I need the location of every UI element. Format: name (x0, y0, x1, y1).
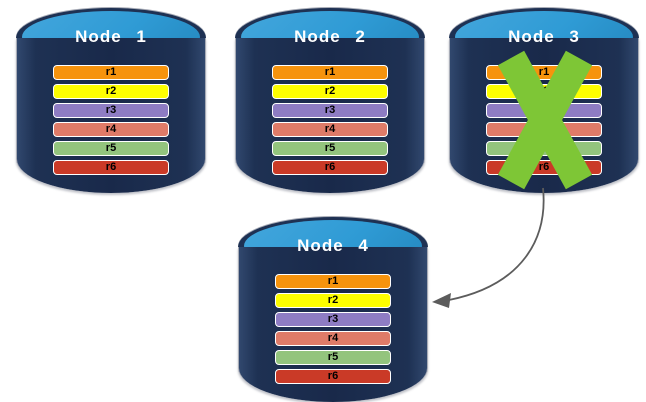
replica-row-r3: r3 (272, 103, 388, 118)
failure-x-stroke (497, 50, 593, 190)
replica-row-r2: r2 (272, 84, 388, 99)
node-2-database-cylinder: Node 2 r1 r2 r3 r4 r5 r6 (235, 8, 425, 193)
replica-row-r6: r6 (275, 369, 391, 384)
replica-row-r4: r4 (272, 122, 388, 137)
node-title: Node 3 (508, 27, 580, 46)
node-4-database-cylinder: Node 4 r1 r2 r3 r4 r5 r6 (238, 217, 428, 402)
arrow-head (432, 293, 451, 308)
replica-row-r6: r6 (272, 160, 388, 175)
replica-row-r5: r5 (275, 350, 391, 365)
replica-rows: r1 r2 r3 r4 r5 r6 (53, 65, 169, 179)
replica-rows: r1 r2 r3 r4 r5 r6 (272, 65, 388, 179)
replica-row-r3: r3 (53, 103, 169, 118)
node-title: Node 2 (294, 27, 366, 46)
replication-arrow-icon (432, 187, 545, 308)
replica-row-r4: r4 (53, 122, 169, 137)
replica-row-r5: r5 (53, 141, 169, 156)
replica-row-r1: r1 (275, 274, 391, 289)
replica-row-r3: r3 (275, 312, 391, 327)
node-3-database-cylinder: Node 3 r1 r2 r3 r4 r5 r6 (449, 8, 639, 193)
node-title: Node 1 (75, 27, 147, 46)
failure-x-icon (497, 50, 593, 190)
replica-row-r1: r1 (272, 65, 388, 80)
replica-row-r1: r1 (53, 65, 169, 80)
replica-rows: r1 r2 r3 r4 r5 r6 (275, 274, 391, 388)
replica-row-r5: r5 (272, 141, 388, 156)
node-1-database-cylinder: Node 1 r1 r2 r3 r4 r5 r6 (16, 8, 206, 193)
node-title: Node 4 (297, 236, 369, 255)
replica-row-r6: r6 (53, 160, 169, 175)
replica-row-r2: r2 (275, 293, 391, 308)
replica-row-r2: r2 (53, 84, 169, 99)
arrow-curve (448, 187, 545, 301)
replica-row-r4: r4 (275, 331, 391, 346)
